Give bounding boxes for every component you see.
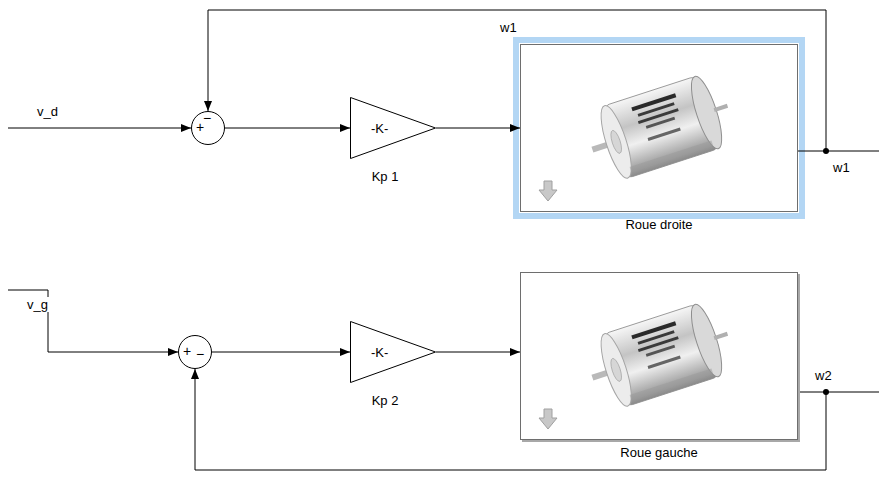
gain-value: -K- [356, 345, 403, 360]
gain-triangle [350, 321, 436, 383]
sign-label: − [196, 347, 204, 361]
signal-wire [436, 128, 520, 129]
sum-junction: +− [178, 335, 212, 369]
gain-value: -K- [356, 121, 403, 136]
gain-block: -K-Kp 2 [350, 321, 436, 383]
mask-icon [539, 181, 557, 201]
block-name: Kp 2 [340, 393, 430, 408]
signal-wire [436, 352, 520, 353]
block-ground [520, 44, 798, 212]
gain-triangle [350, 97, 436, 159]
output-wire [826, 392, 879, 393]
motor-picture [581, 298, 740, 414]
sum-circle [192, 112, 225, 145]
gain-block: -K-Kp 1 [350, 97, 436, 159]
signal-wire [208, 10, 826, 151]
block-name: Roue gauche [521, 445, 797, 460]
gain-triangle [351, 322, 436, 383]
signal-wire [195, 369, 826, 470]
motor-subsystem: Roue gauche [520, 272, 798, 440]
gain-triangle [351, 98, 436, 159]
signal-name: w1 [499, 20, 518, 35]
signal-name: w1 [832, 160, 851, 175]
motor-picture [581, 70, 740, 186]
output-wire [826, 151, 879, 152]
signal-name: v_g [26, 297, 49, 312]
signal-name: w2 [814, 368, 833, 383]
signal-wire [212, 352, 350, 353]
input-wire [8, 290, 178, 352]
sign-label: + [196, 120, 204, 134]
sign-label: + [183, 344, 191, 358]
input-wire [8, 128, 191, 129]
sum-junction: +− [191, 111, 225, 145]
selection-highlight [516, 40, 802, 216]
motor-subsystem: Roue droite [520, 44, 798, 212]
block-ground [520, 272, 798, 440]
signal-wire [225, 128, 350, 129]
mask-icon [539, 409, 557, 429]
block-name: Kp 1 [340, 169, 430, 184]
sum-circle [179, 336, 212, 369]
sign-label: − [203, 111, 211, 125]
block-name: Roue droite [521, 217, 797, 232]
signal-name: v_d [36, 104, 59, 119]
